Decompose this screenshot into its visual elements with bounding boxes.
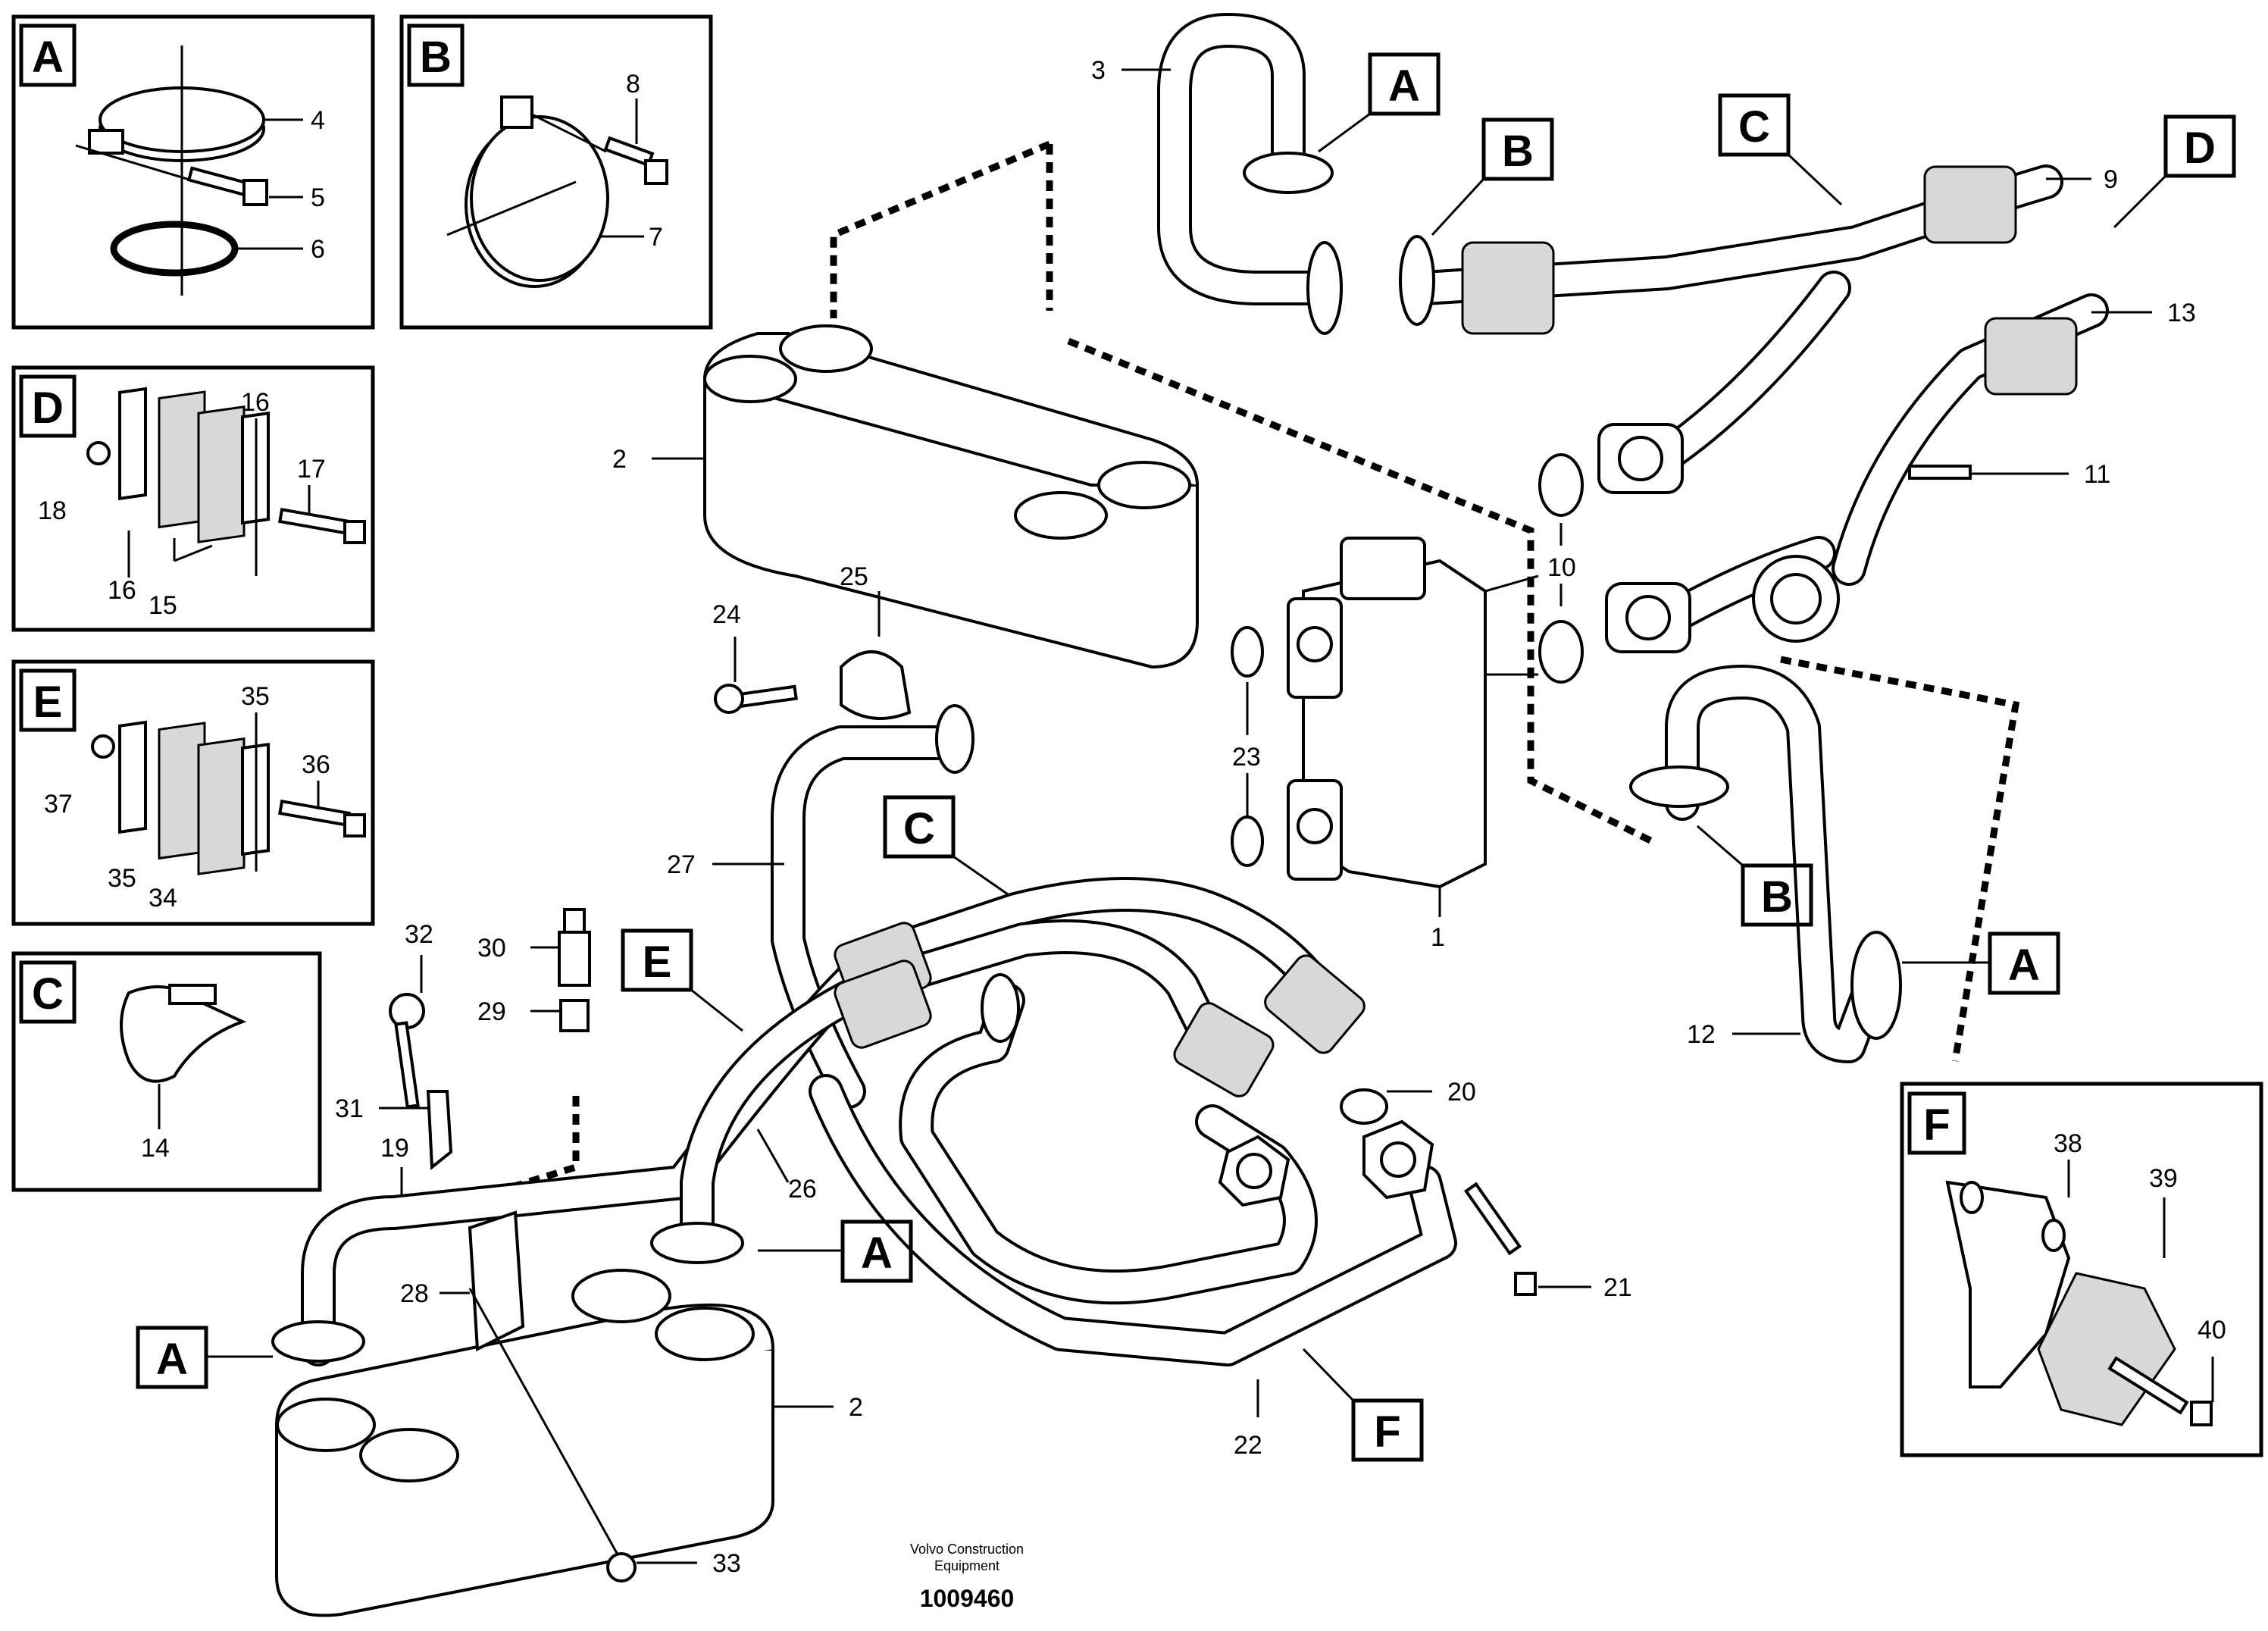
callout-16-top: 16 (241, 388, 270, 417)
oil-cooler-lower: 2 (275, 1269, 863, 1617)
oil-cooler-upper: 2 (612, 324, 1199, 669)
footer: Volvo Construction Equipment 1009460 (910, 1542, 1024, 1612)
callout-35-bottom: 35 (108, 864, 136, 893)
callout-31: 31 (335, 1094, 364, 1123)
detail-box-e-letter: E (33, 678, 63, 727)
callout-36: 36 (302, 750, 330, 779)
callout-4: 4 (311, 106, 325, 135)
detail-box-f: F 38 39 40 (1900, 1082, 2263, 1457)
footer-company-2: Equipment (934, 1558, 999, 1573)
callout-37: 37 (44, 790, 73, 819)
callout-40: 40 (2198, 1316, 2226, 1345)
callout-33: 33 (712, 1549, 741, 1578)
callout-39: 39 (2149, 1164, 2178, 1193)
ref-tag-f: F (1374, 1407, 1400, 1457)
detail-box-e: E 35 36 37 35 34 (11, 659, 375, 926)
callout-9: 9 (2104, 165, 2118, 194)
callout-26: 26 (788, 1175, 817, 1204)
callout-20: 20 (1447, 1078, 1476, 1107)
callout-8: 8 (626, 70, 640, 99)
callout-32: 32 (405, 920, 433, 949)
callout-34: 34 (149, 884, 177, 913)
detail-box-c-letter: C (32, 969, 64, 1019)
detail-box-a: A 4 5 6 (11, 14, 375, 330)
detail-box-a-letter: A (32, 33, 64, 82)
ref-tag-a-mid: A (861, 1229, 893, 1278)
ref-tag-d: D (2184, 124, 2216, 173)
ref-tag-b-top: B (1502, 127, 1534, 176)
ref-tag-e: E (643, 938, 672, 987)
callout-16-bottom: 16 (108, 576, 136, 605)
valve-block: 1 23 (1231, 537, 1539, 952)
callout-27: 27 (667, 850, 696, 879)
callout-12: 12 (1687, 1020, 1716, 1049)
callout-1: 1 (1431, 923, 1445, 952)
callout-13: 13 (2167, 299, 2196, 327)
detail-box-f-letter: F (1923, 1100, 1950, 1150)
callout-11: 11 (2084, 460, 2110, 489)
callout-30: 30 (477, 934, 506, 963)
ref-tag-c-top: C (1738, 102, 1770, 152)
callout-28: 28 (400, 1279, 429, 1308)
callout-5: 5 (311, 183, 325, 212)
detail-box-d: D 16 17 18 16 15 (11, 365, 375, 632)
callout-24: 24 (712, 600, 741, 629)
ref-tag-a-right: A (2008, 941, 2040, 990)
ref-tag-b-right: B (1761, 872, 1793, 922)
callout-21: 21 (1603, 1273, 1632, 1302)
reference-tags: A B C D C E A A B A (136, 52, 2236, 1462)
detail-box-c: C 14 (11, 951, 322, 1192)
callout-19: 19 (380, 1134, 409, 1163)
ref-tag-c-mid: C (903, 804, 935, 853)
callout-17: 17 (297, 455, 326, 484)
callout-15: 15 (149, 591, 177, 620)
drawing-number: 1009460 (920, 1585, 1015, 1612)
callout-2-upper: 2 (612, 445, 627, 474)
callout-38: 38 (2054, 1129, 2082, 1158)
callout-23: 23 (1232, 743, 1261, 772)
callout-22: 22 (1234, 1431, 1262, 1460)
detail-box-b-letter: B (420, 33, 452, 82)
callout-25: 25 (840, 562, 868, 591)
callout-6: 6 (311, 235, 325, 264)
ref-tag-a-top: A (1388, 61, 1420, 111)
callout-2-lower: 2 (849, 1393, 863, 1422)
callout-35-top: 35 (241, 682, 270, 711)
callout-7: 7 (649, 223, 663, 252)
main-assembly: 2 2 3 9 (271, 13, 2196, 1617)
footer-company: Volvo Construction (910, 1542, 1024, 1557)
callout-14: 14 (141, 1134, 170, 1163)
ref-tag-a-left: A (156, 1335, 188, 1384)
callout-18: 18 (38, 496, 67, 525)
detail-box-d-letter: D (32, 383, 64, 433)
callout-10: 10 (1547, 553, 1576, 582)
callout-29: 29 (477, 997, 506, 1026)
detail-box-b: B 8 7 (399, 14, 713, 330)
callout-3: 3 (1091, 56, 1106, 85)
